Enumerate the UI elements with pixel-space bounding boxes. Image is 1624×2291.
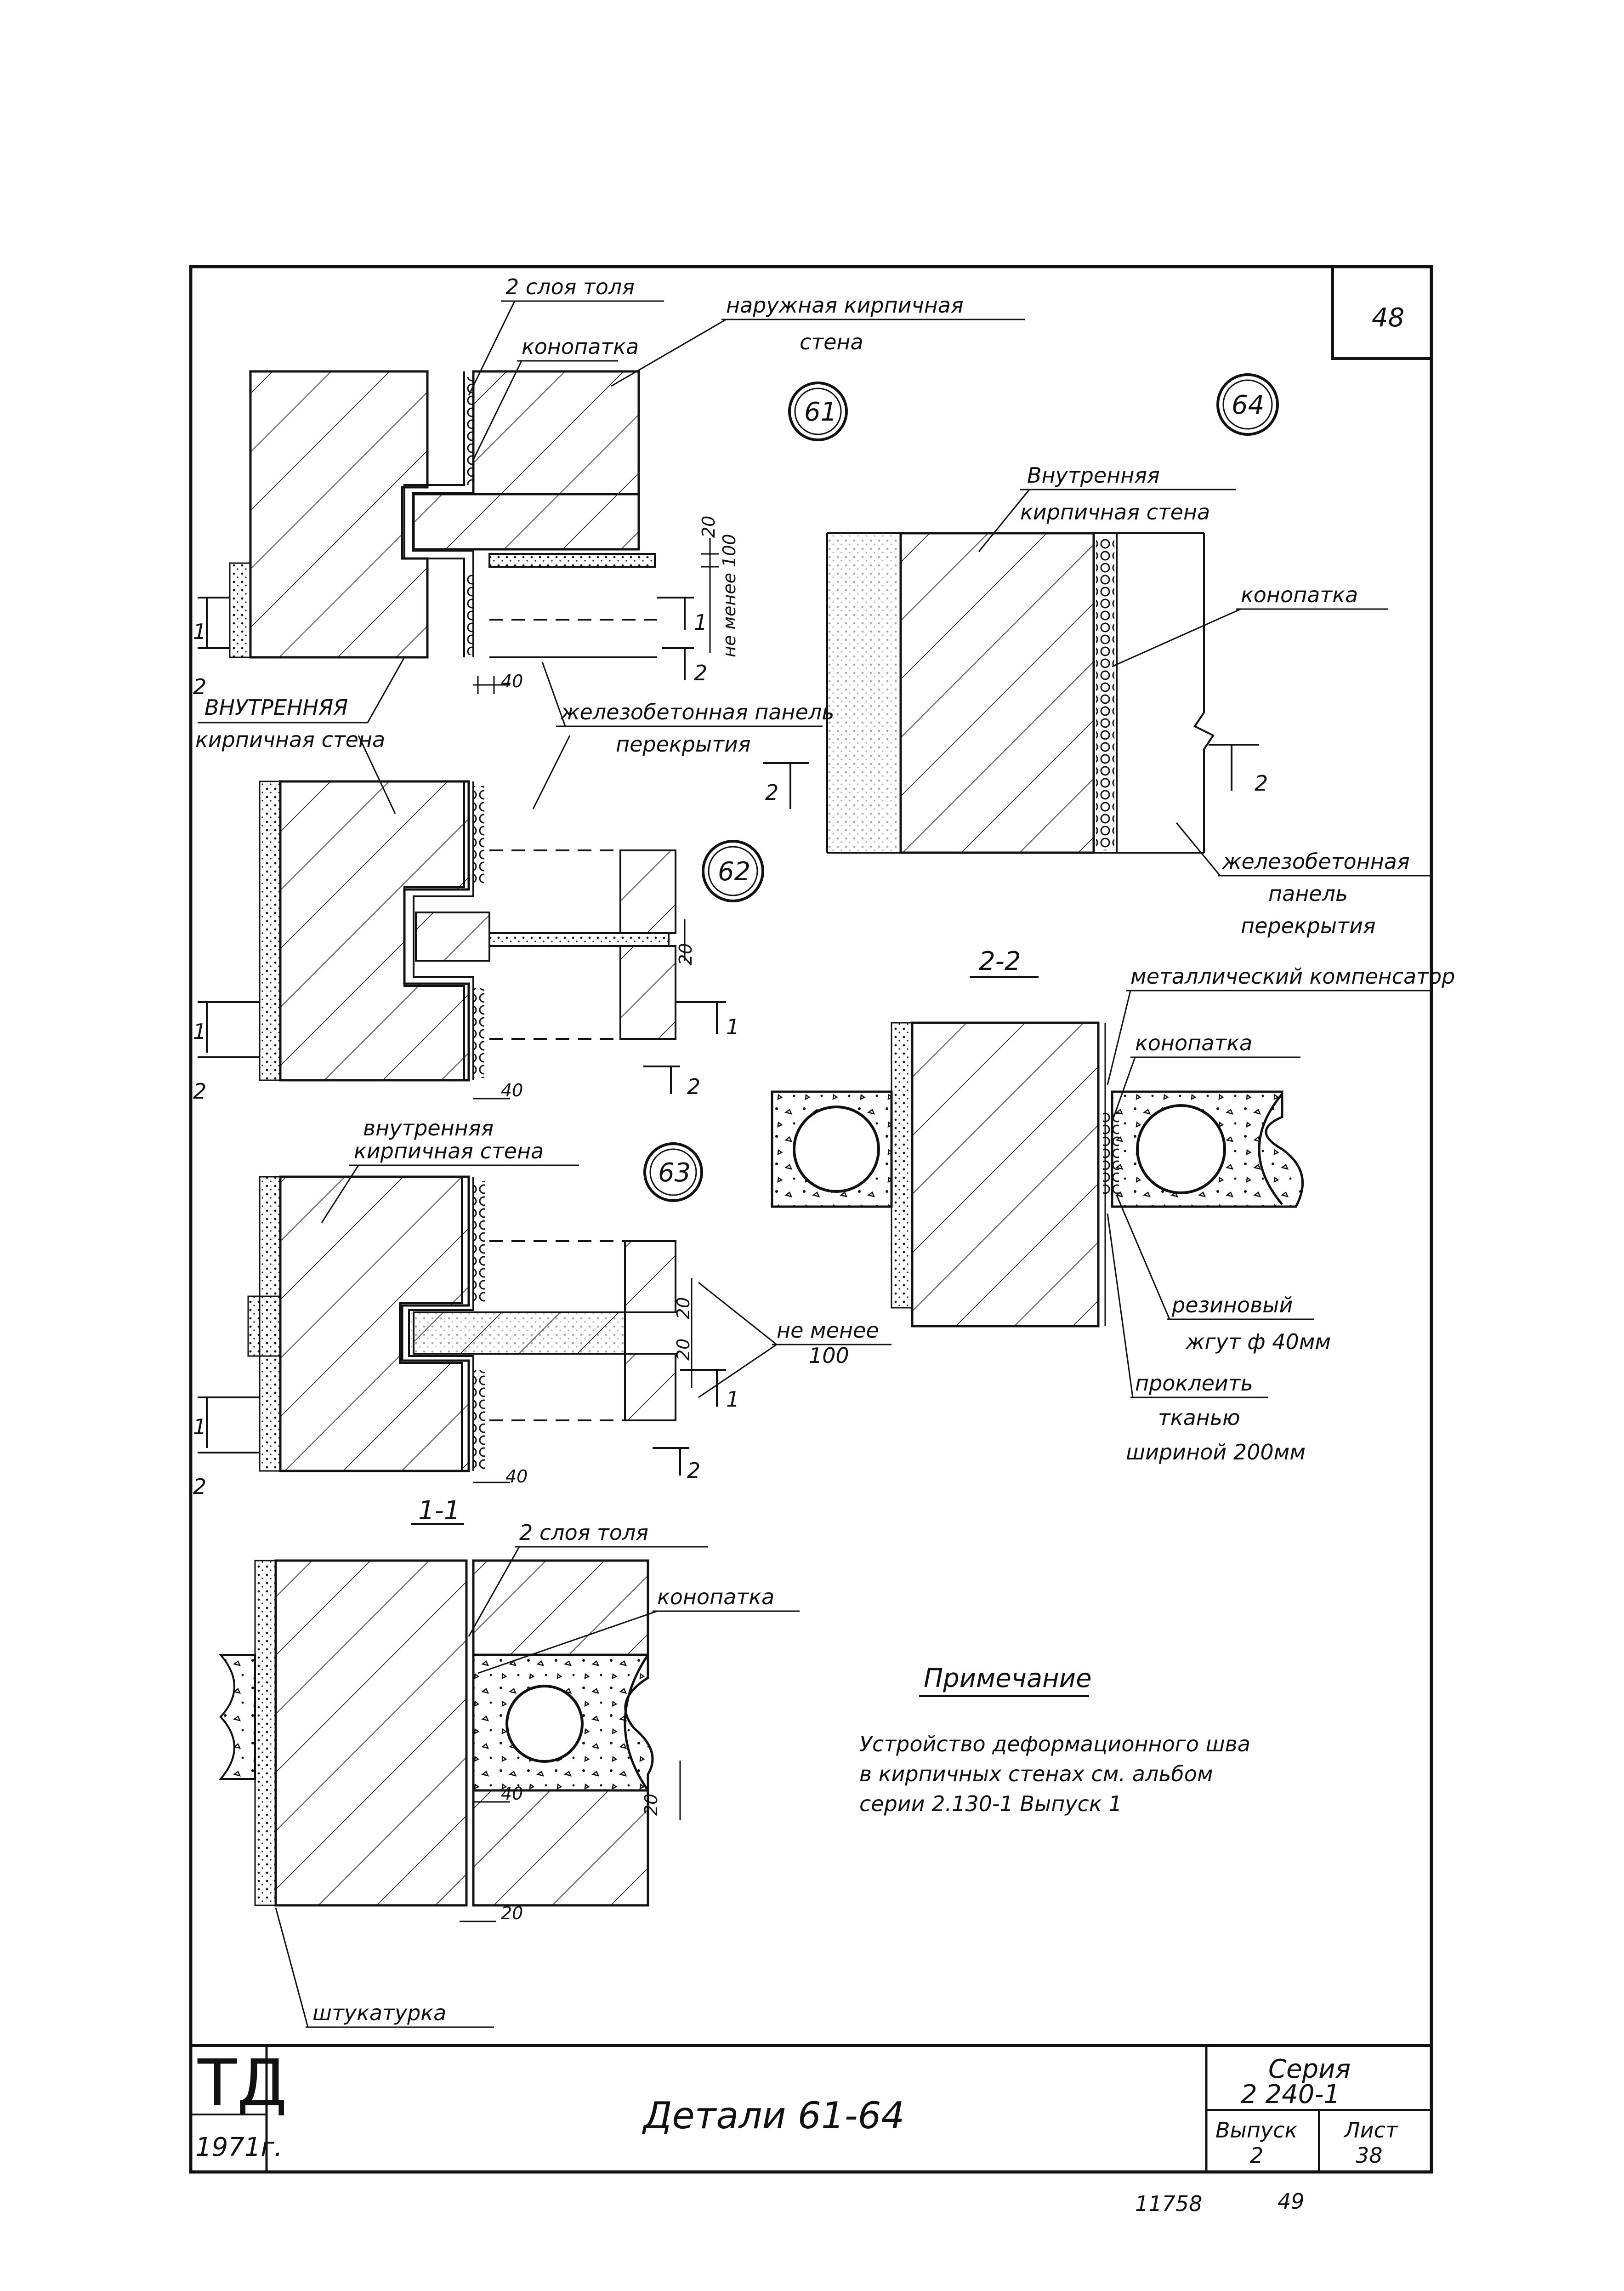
detail-number-64: 64 [1232, 390, 1264, 420]
label-63-not-less-1: не менее [777, 1318, 879, 1343]
label-inner-wall-64-1: Внутренняя [1027, 463, 1160, 488]
label-61-outer-wall-1: наружная кирпичная [726, 293, 964, 318]
title-block-series-value: 2 240-1 [1241, 2080, 1340, 2109]
mark-61-1-left: 1 [193, 619, 206, 644]
note-title: Примечание [924, 1664, 1092, 1693]
section-2-2: 2-2 металлический компенсатор конопатка … [771, 946, 1455, 1465]
label-rc-panel-2: перекрытия [616, 732, 751, 757]
detail-number-63: 63 [658, 1158, 691, 1188]
dim-61-not-less-100: не менее 100 [719, 534, 739, 657]
mark-63-1-left: 1 [193, 1414, 206, 1439]
dim-63-20b: 20 [673, 1339, 693, 1361]
label-64-caulking: конопатка [1241, 582, 1358, 607]
mark-63-2: 2 [687, 1458, 700, 1483]
label-64-rc-panel-3: перекрытия [1241, 913, 1376, 938]
title-block-issue-value: 2 [1250, 2143, 1263, 2168]
mark-62-2: 2 [687, 1074, 700, 1099]
title-block [191, 2044, 1431, 2172]
dim-63-40: 40 [505, 1466, 528, 1487]
sheet-number: 48 [1372, 303, 1404, 333]
mark-63-2-left: 2 [193, 1474, 206, 1499]
detail-61: 40 20 не менее 100 1 2 1 2 [193, 370, 739, 699]
note-line-3: серии 2.130-1 Выпуск 1 [859, 1791, 1122, 1816]
label-22-caulking: конопатка [1135, 1031, 1252, 1055]
label-inner-wall-63-2: кирпичная стена [354, 1139, 544, 1163]
label-63-not-less-2: 100 [809, 1343, 849, 1368]
sheet-frame [189, 265, 1433, 2174]
detail-62: 40 20 1 2 1 2 [193, 780, 739, 1104]
footer-code: 11758 [1135, 2191, 1202, 2216]
label-rubber-2: жгут ф 40мм [1185, 1329, 1331, 1354]
detail-number-61: 61 [804, 397, 837, 427]
label-glue-1: проклеить [1135, 1371, 1253, 1396]
footer-page: 49 [1278, 2189, 1305, 2214]
dim-11-20-right: 20 [641, 1794, 661, 1816]
dim-62-20: 20 [676, 943, 696, 965]
dim-61-40: 40 [501, 671, 523, 691]
dim-11-20-bottom: 20 [501, 1903, 523, 1923]
title-block-sheet-value: 38 [1356, 2143, 1383, 2168]
label-metal-compensator: металлический компенсатор [1130, 964, 1455, 989]
mark-62-1-left: 1 [193, 1019, 206, 1044]
label-11-felt: 2 слоя толя [519, 1520, 648, 1545]
note-block: Примечание Устройство деформационного шв… [859, 1664, 1250, 1816]
mark-63-1: 1 [726, 1387, 739, 1412]
label-inner-wall-61-1: ВНУТРЕННЯЯ [204, 695, 348, 720]
mark-64-2-left: 2 [765, 780, 778, 805]
mark-61-2: 2 [694, 661, 707, 685]
label-inner-wall-64-2: кирпичная стена [1020, 500, 1210, 524]
dim-61-20: 20 [698, 516, 719, 538]
mark-62-1: 1 [726, 1014, 739, 1039]
label-64-rc-panel-1: железобетонная [1222, 849, 1410, 874]
detail-64: Внутренняя кирпичная стена конопатка 2 2… [763, 463, 1431, 938]
section-label-2-2: 2-2 [979, 946, 1021, 976]
label-61-outer-wall-2: стена [800, 330, 863, 354]
note-line-2: в кирпичных стенах см. альбом [859, 1761, 1213, 1786]
label-61-felt: 2 слоя толя [505, 274, 635, 299]
label-inner-wall-61-2: кирпичная стена [195, 727, 385, 752]
mark-61-2-left: 2 [193, 674, 206, 699]
label-61-caulking: конопатка [522, 334, 639, 359]
title-block-logo: ТД [197, 2046, 287, 2121]
detail-number-62: 62 [718, 857, 750, 887]
section-label-1-1: 1-1 [418, 1496, 460, 1526]
mark-64-2-right: 2 [1255, 771, 1268, 796]
mark-62-2-left: 2 [193, 1079, 206, 1104]
label-11-caulking: конопатка [657, 1584, 774, 1609]
section-1-1: 1-1 2 слоя толя конопатка 40 20 20 штука… [218, 1496, 800, 2028]
label-glue-2: тканью [1158, 1405, 1240, 1430]
mark-61-1: 1 [694, 610, 707, 635]
dim-11-40: 40 [501, 1784, 523, 1804]
label-plaster: штукатурка [312, 2000, 446, 2025]
dim-62-40: 40 [501, 1080, 523, 1100]
label-rubber-1: резиновый [1171, 1293, 1293, 1317]
label-inner-wall-63-1: внутренняя [363, 1116, 494, 1140]
title-block-title: Детали 61-64 [642, 2094, 904, 2137]
label-64-rc-panel-2: панель [1268, 881, 1348, 906]
title-block-series-label: Серия [1268, 2054, 1351, 2084]
note-line-1: Устройство деформационного шва [859, 1732, 1250, 1756]
dim-63-20a: 20 [673, 1297, 693, 1319]
label-rc-panel-1: железобетонная панель [560, 700, 834, 724]
title-block-year: 1971г. [195, 2132, 283, 2162]
label-glue-3: шириной 200мм [1126, 1440, 1306, 1465]
detail-63: внутренняя кирпичная стена 40 20 20 1 2 … [193, 1116, 891, 1499]
title-block-issue-label: Выпуск [1215, 2118, 1297, 2143]
title-block-sheet-label: Лист [1343, 2118, 1398, 2143]
